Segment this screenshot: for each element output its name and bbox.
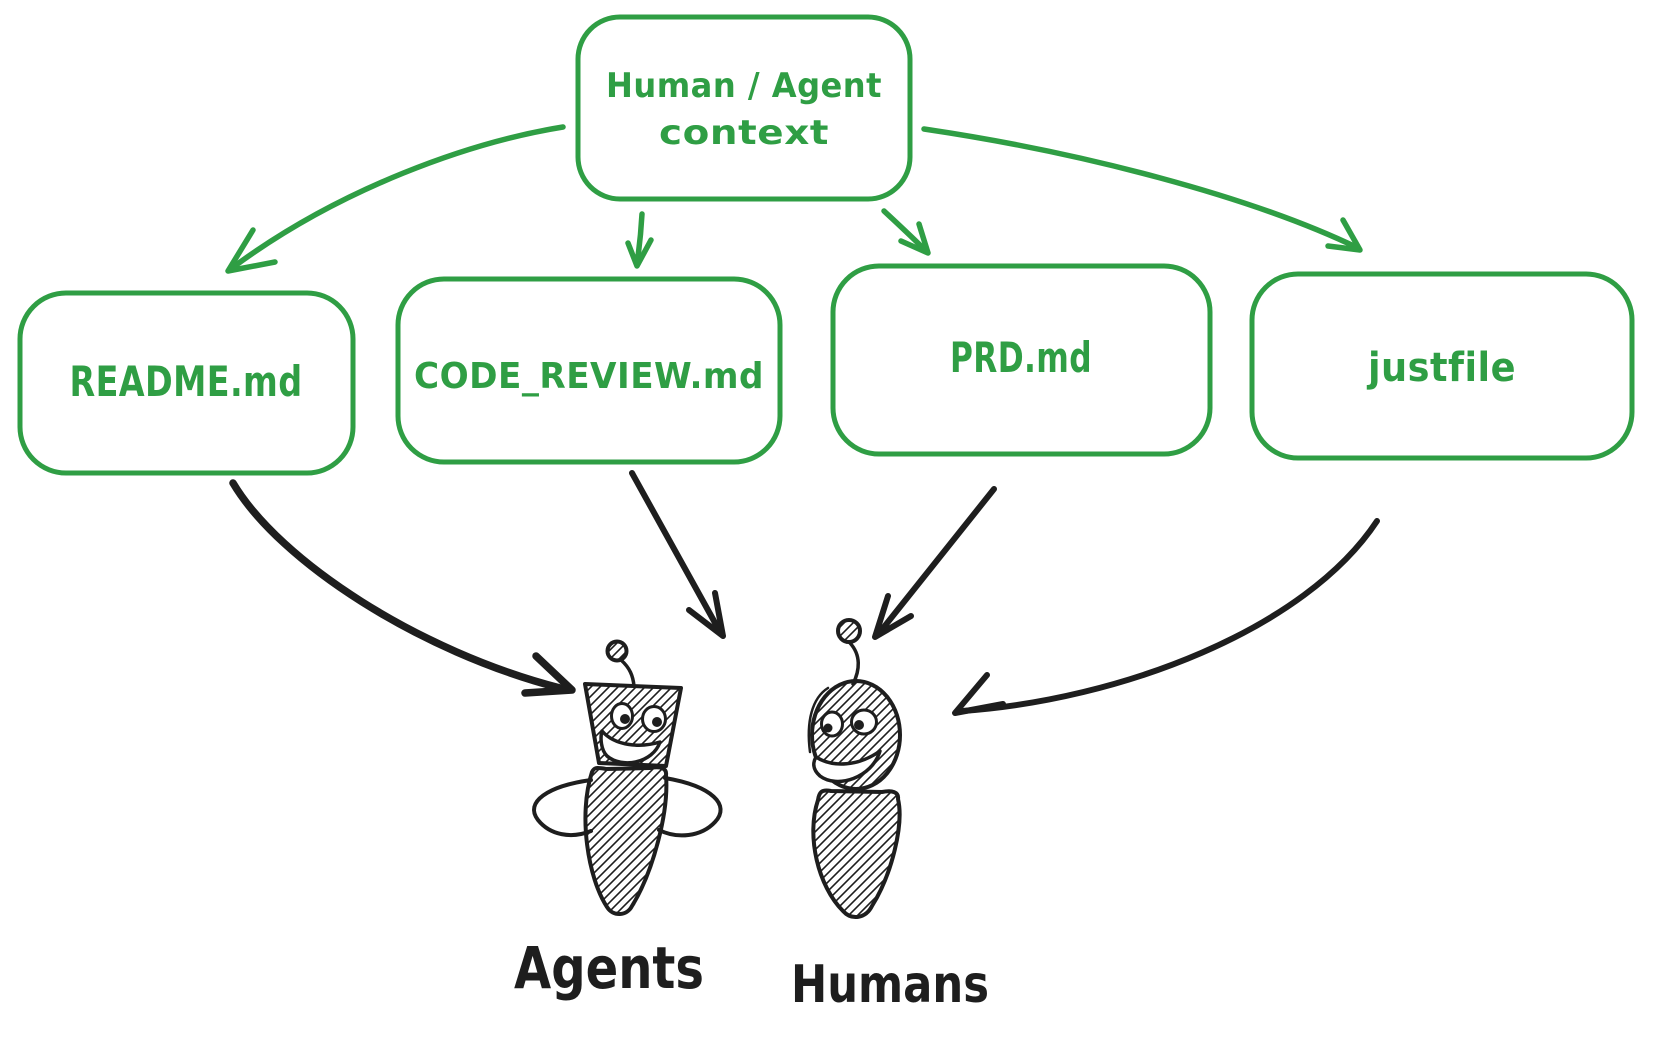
arrow-justfile-to-humans [952,518,1380,716]
robot-body [583,765,669,916]
context-box: Human / Agent context [575,14,913,202]
robot-antenna-stem [619,658,636,688]
arrow-prd-to-humans [872,486,997,640]
human-body [811,788,902,919]
robot-smile [599,729,662,765]
file-box-prd: PRD.md [830,263,1213,457]
context-box-label-line1: Human / Agent [606,66,882,106]
humans-label: Humans [791,955,989,1015]
file-box-code-review: CODE_REVIEW.md [395,276,783,465]
robot-pupil-right [652,717,662,727]
arrow-context-to-prd [881,208,931,256]
human-eye-left [820,710,844,738]
context-box-outline [575,14,913,202]
code-review-box-outline [395,276,783,465]
human-antenna-stem [848,641,860,686]
human-head-sketch-line [807,686,830,754]
justfile-box-outline [1249,271,1635,461]
arrow-context-to-justfile [921,126,1363,253]
human-pupil-right [854,720,864,730]
context-box-label-line2: context [659,113,829,153]
robot-arm-right [657,776,723,838]
file-box-justfile: justfile [1249,271,1635,461]
file-to-audience-arrows [229,470,1380,716]
code-review-label: CODE_REVIEW.md [414,356,764,397]
readme-box-outline [17,290,356,476]
robot-arm-left [532,778,593,837]
arrow-code-review-to-agents [629,470,726,639]
context-to-file-arrows [225,124,1363,274]
human-smile [812,749,882,784]
robot-pupil-left [620,714,630,724]
agents-label: Agents [514,934,704,1002]
human-antenna-ball [836,618,862,644]
prd-box-outline [830,263,1213,457]
justfile-label: justfile [1366,345,1516,391]
file-box-readme: README.md [17,290,356,476]
human-pupil-left [823,723,833,733]
arrow-context-to-readme [225,124,566,274]
robot-antenna-ball [605,639,629,663]
robot-character-icon [532,639,723,916]
arrow-readme-to-agents [229,479,576,697]
readme-label: README.md [70,357,303,406]
human-character-icon [807,618,902,919]
arrow-context-to-code-review [625,211,654,269]
prd-label: PRD.md [950,333,1092,382]
